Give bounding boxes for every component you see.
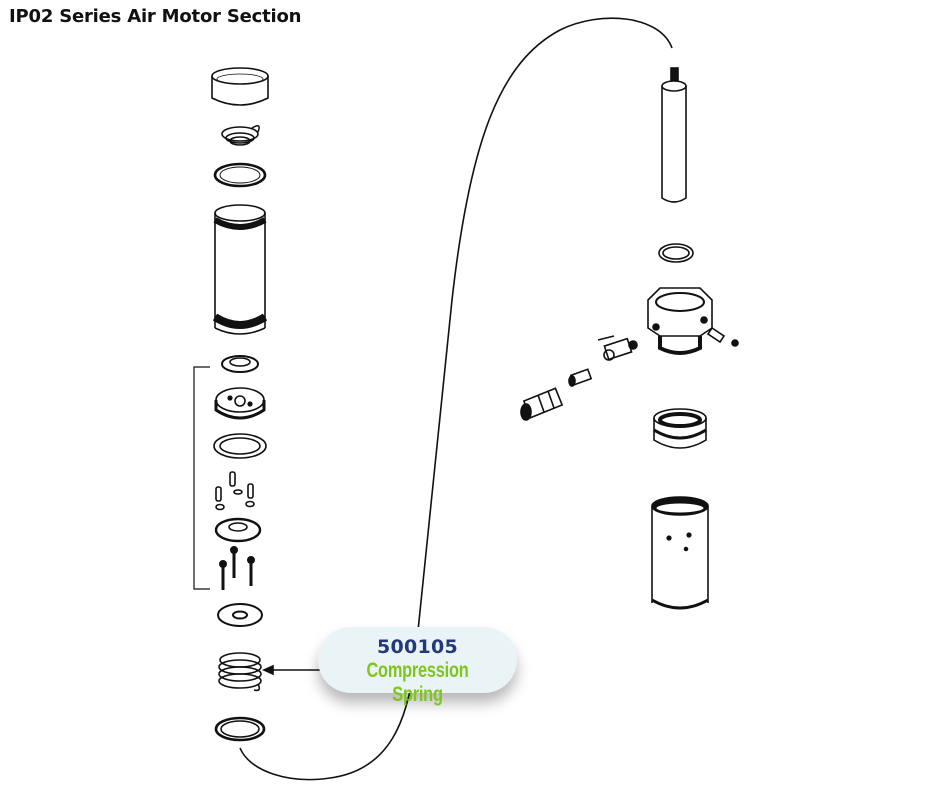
part-piston[interactable] (214, 387, 266, 420)
part-ball-valve[interactable] (597, 335, 638, 361)
part-quick-coupler[interactable] (520, 387, 564, 421)
part-callout[interactable]: 500105 Compression Spring (318, 627, 517, 706)
part-manifold-housing[interactable] (647, 287, 713, 355)
part-cylinder[interactable] (212, 204, 268, 335)
part-side-fitting[interactable] (706, 326, 739, 347)
part-o-ring-top[interactable] (213, 162, 267, 188)
part-nipple-fitting[interactable] (568, 368, 593, 387)
part-sleeve[interactable] (651, 496, 709, 610)
callout-part-number: 500105 (376, 636, 459, 658)
connector-curve (239, 17, 673, 781)
page-title: IP02 Series Air Motor Section (9, 6, 302, 27)
part-bolts[interactable] (219, 546, 255, 591)
part-compression-spring[interactable] (218, 652, 262, 692)
part-small-spring[interactable] (221, 124, 260, 146)
part-valve-plate[interactable] (214, 517, 262, 543)
part-piston-seal[interactable] (221, 355, 259, 373)
part-bottom-o-ring[interactable] (214, 716, 266, 742)
part-valve-pins[interactable] (215, 471, 255, 511)
part-piston-rod[interactable] (661, 67, 687, 203)
part-rod-seal[interactable] (658, 243, 694, 263)
part-seal-ring[interactable] (653, 408, 707, 449)
part-washer[interactable] (217, 603, 263, 627)
assembly-bracket (193, 366, 210, 590)
part-piston-o-ring[interactable] (213, 433, 267, 459)
callout-part-name: Compression Spring (366, 659, 469, 706)
part-cap[interactable] (211, 67, 269, 106)
